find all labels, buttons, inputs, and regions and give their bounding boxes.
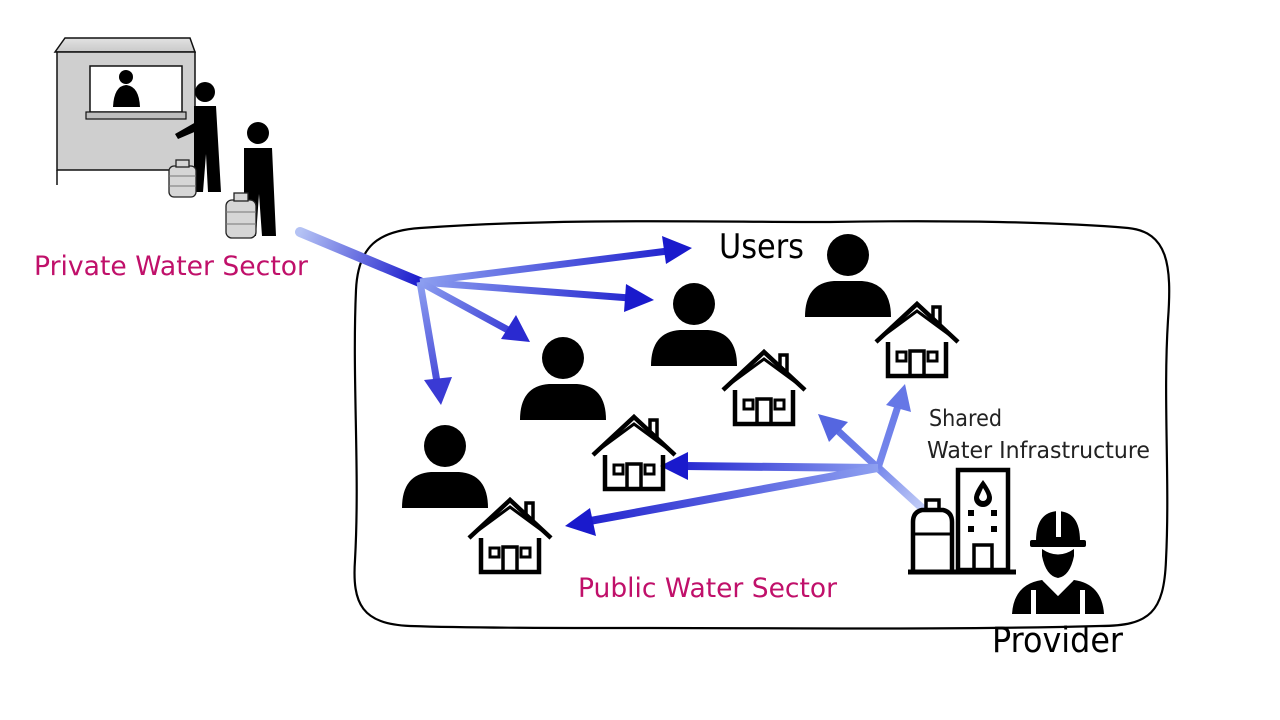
person-icon [402,425,488,508]
provider-label: Provider [992,621,1124,661]
users-label: Users [719,227,804,267]
person-icon [520,337,606,420]
private-sector-arrows [295,227,692,405]
infrastructure-label: Water Infrastructure [927,438,1150,464]
person-icon [805,234,891,317]
worker-helmet-icon [1012,509,1104,614]
shared-label: Shared [929,406,1002,432]
private-sector-label: Private Water Sector [34,251,309,282]
water-kiosk-icon [53,37,276,239]
public-sector-arrows [565,384,926,536]
person-icon [651,283,737,366]
water-treatment-plant-icon [908,467,1016,575]
house-icon [469,500,551,572]
community-boundary [353,220,1171,630]
house-icon [593,417,675,489]
public-sector-label: Public Water Sector [578,573,838,604]
